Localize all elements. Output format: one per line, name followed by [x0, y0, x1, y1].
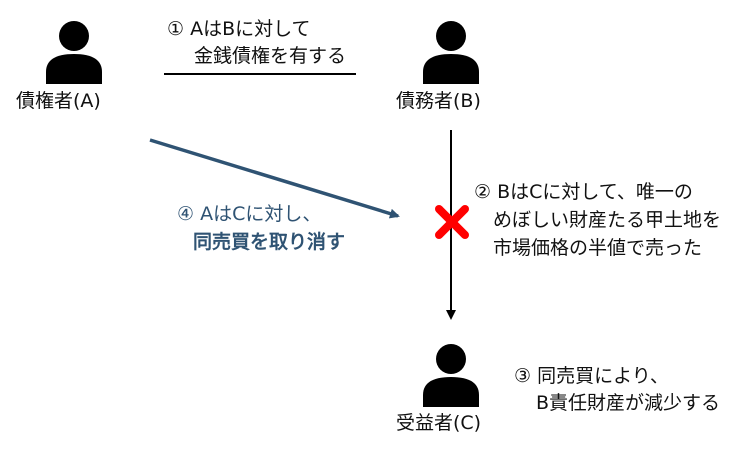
step2-line2: めぼしい財産たる甲土地を [493, 209, 722, 231]
creditor-person-icon [44, 20, 104, 84]
debtor-label: 債務者(B) [396, 90, 481, 112]
step3-line2: B責任財産が減少する [536, 392, 721, 414]
step4-line2: 同売買を取り消す [193, 231, 346, 253]
step2-line3: 市場価格の半値で売った [493, 237, 703, 259]
beneficiary-label: 受益者(C) [396, 412, 482, 434]
rescission-arrow [149, 138, 400, 219]
step2-line1: ② BはCに対して、唯一の [474, 181, 693, 203]
step4-line1: ④ AはCに対し、 [177, 203, 322, 225]
step1-line2: 金銭債権を有する [194, 45, 347, 67]
creditor-label: 債権者(A) [16, 90, 101, 112]
beneficiary-person-icon [421, 343, 481, 407]
step3-line1: ③ 同売買により、 [514, 365, 669, 387]
cross-icon [435, 205, 469, 239]
debtor-person-icon [421, 20, 481, 84]
step1-line1: ① AはBに対して [167, 18, 311, 40]
